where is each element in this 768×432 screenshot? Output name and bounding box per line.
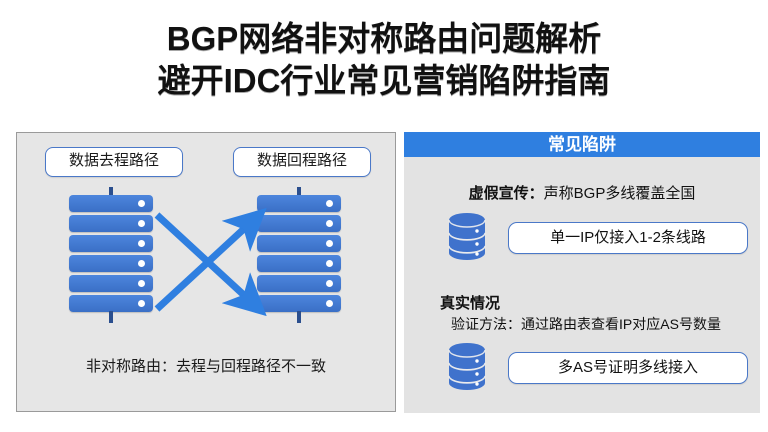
rack-stem-bottom	[297, 311, 301, 323]
verification-method-text: 验证方法：通过路由表查看IP对应AS号数量	[451, 316, 721, 332]
status-led-icon	[326, 300, 333, 307]
panel-header-title: 常见陷阱	[404, 132, 760, 157]
rack-stem-top	[109, 187, 113, 199]
rack-unit	[69, 295, 153, 312]
return-arrow	[154, 212, 267, 317]
server-rack-left	[69, 187, 153, 323]
common-traps-panel: 常见陷阱 虚假宣传：声称BGP多线覆盖全国 单一IP仅接入1-2条线路	[404, 132, 760, 413]
status-led-icon	[138, 220, 145, 227]
asymmetric-routing-diagram-panel: 数据去程路径 数据回程路径	[16, 132, 396, 412]
status-led-icon	[326, 220, 333, 227]
server-rack-right	[257, 187, 341, 323]
status-led-icon	[138, 260, 145, 267]
status-led-icon	[138, 200, 145, 207]
rack-unit	[257, 275, 341, 292]
rack-unit	[257, 235, 341, 252]
rack-unit	[257, 295, 341, 312]
title-line-2: 避开IDC行业常见营销陷阱指南	[157, 62, 611, 99]
database-icon	[448, 213, 486, 260]
status-led-icon	[326, 280, 333, 287]
slide-title: BGP网络非对称路由问题解析 避开IDC行业常见营销陷阱指南	[0, 18, 768, 102]
false-claim-value-box: 单一IP仅接入1-2条线路	[508, 222, 748, 254]
rack-stem-bottom	[109, 311, 113, 323]
rack-unit	[69, 255, 153, 272]
rack-unit	[257, 195, 341, 212]
return-path-label: 数据回程路径	[233, 147, 371, 177]
rack-unit	[69, 215, 153, 232]
false-advertising-line: 虚假宣传：声称BGP多线覆盖全国	[404, 182, 760, 203]
status-led-icon	[326, 200, 333, 207]
truth-heading: 真实情况	[440, 295, 501, 312]
database-icon	[448, 343, 486, 390]
diagram-caption: 非对称路由：去程与回程路径不一致	[85, 358, 326, 375]
status-led-icon	[138, 240, 145, 247]
title-line-1: BGP网络非对称路由问题解析	[166, 20, 602, 57]
rack-unit	[257, 215, 341, 232]
status-led-icon	[326, 240, 333, 247]
rack-unit	[69, 235, 153, 252]
rack-stem-top	[297, 187, 301, 199]
status-led-icon	[138, 280, 145, 287]
crossing-arrows-graphic	[154, 207, 267, 317]
false-advertising-label: 虚假宣传：	[468, 185, 544, 202]
outbound-path-label: 数据去程路径	[45, 147, 183, 177]
status-led-icon	[326, 260, 333, 267]
truth-value-box: 多AS号证明多线接入	[508, 352, 748, 384]
rack-unit	[69, 275, 153, 292]
status-led-icon	[138, 300, 145, 307]
rack-unit	[257, 255, 341, 272]
false-advertising-text: 声称BGP多线覆盖全国	[543, 185, 696, 202]
rack-unit	[69, 195, 153, 212]
